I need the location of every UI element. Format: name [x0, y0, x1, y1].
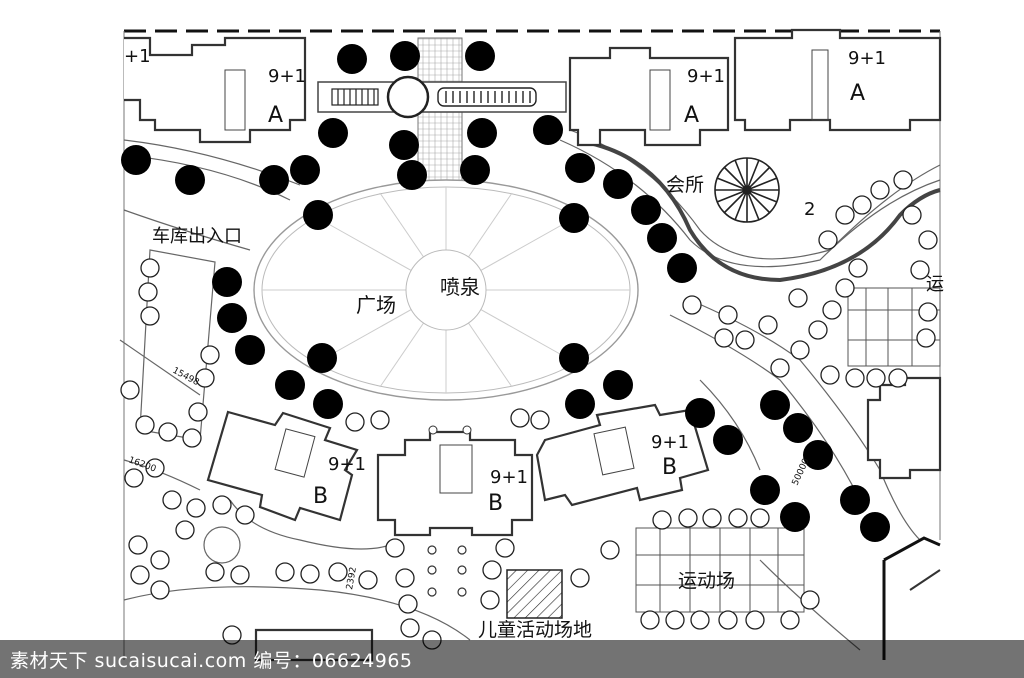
building-top-left: [124, 36, 307, 144]
watermark-text: 素材天下 sucaisucai.com 编号：06624965: [10, 650, 413, 672]
dim-label-4: 2392: [345, 566, 359, 590]
bridge-ticks-left: [331, 88, 379, 106]
label-sports-field: 运动场: [678, 570, 735, 592]
bridge-ticks-right: [437, 87, 537, 107]
building-b-left: [206, 410, 359, 522]
floors-b-2: 9+1: [490, 467, 528, 488]
type-b-2: B: [488, 491, 503, 516]
building-b-center: [376, 425, 534, 537]
building-right-mid: [866, 376, 942, 480]
building-top-right: [733, 28, 942, 132]
label-garage-entrance: 车库出入口: [152, 226, 242, 247]
bollards: [427, 545, 467, 597]
floors-left-edge: +1: [124, 46, 151, 67]
kids-area-hatch: [506, 569, 563, 619]
clubhouse-pavilion: [714, 157, 780, 223]
sport-court-right: [847, 287, 941, 367]
axis-roundel: [386, 75, 430, 119]
type-b-3: B: [662, 455, 677, 480]
floors-a-1: 9+1: [268, 66, 306, 87]
label-clubhouse-number: 2: [804, 199, 815, 220]
building-top-center: [568, 46, 730, 147]
type-a-2: A: [684, 103, 699, 128]
plaza: [253, 179, 639, 401]
building-b-right: [535, 403, 710, 507]
type-b-1: B: [313, 484, 328, 509]
label-plaza: 广场: [356, 293, 396, 317]
label-kids-area: 儿童活动场地: [478, 619, 592, 641]
floors-b-1: 9+1: [328, 454, 366, 475]
watermark-bar: 素材天下 sucaisucai.com 编号：06624965: [0, 640, 1024, 678]
type-a-1: A: [268, 103, 283, 128]
sports-field-court: [635, 527, 805, 613]
shrubs: [120, 170, 938, 650]
dim-label-3: 50000: [791, 457, 812, 487]
label-fountain: 喷泉: [440, 275, 480, 299]
label-clubhouse: 会所: [666, 174, 704, 196]
floors-b-3: 9+1: [651, 432, 689, 453]
label-edge-partial: 运: [926, 274, 944, 295]
type-a-3: A: [850, 81, 865, 106]
floors-a-3: 9+1: [848, 48, 886, 69]
floors-a-2: 9+1: [687, 66, 725, 87]
clubhouse-band: [589, 141, 941, 283]
